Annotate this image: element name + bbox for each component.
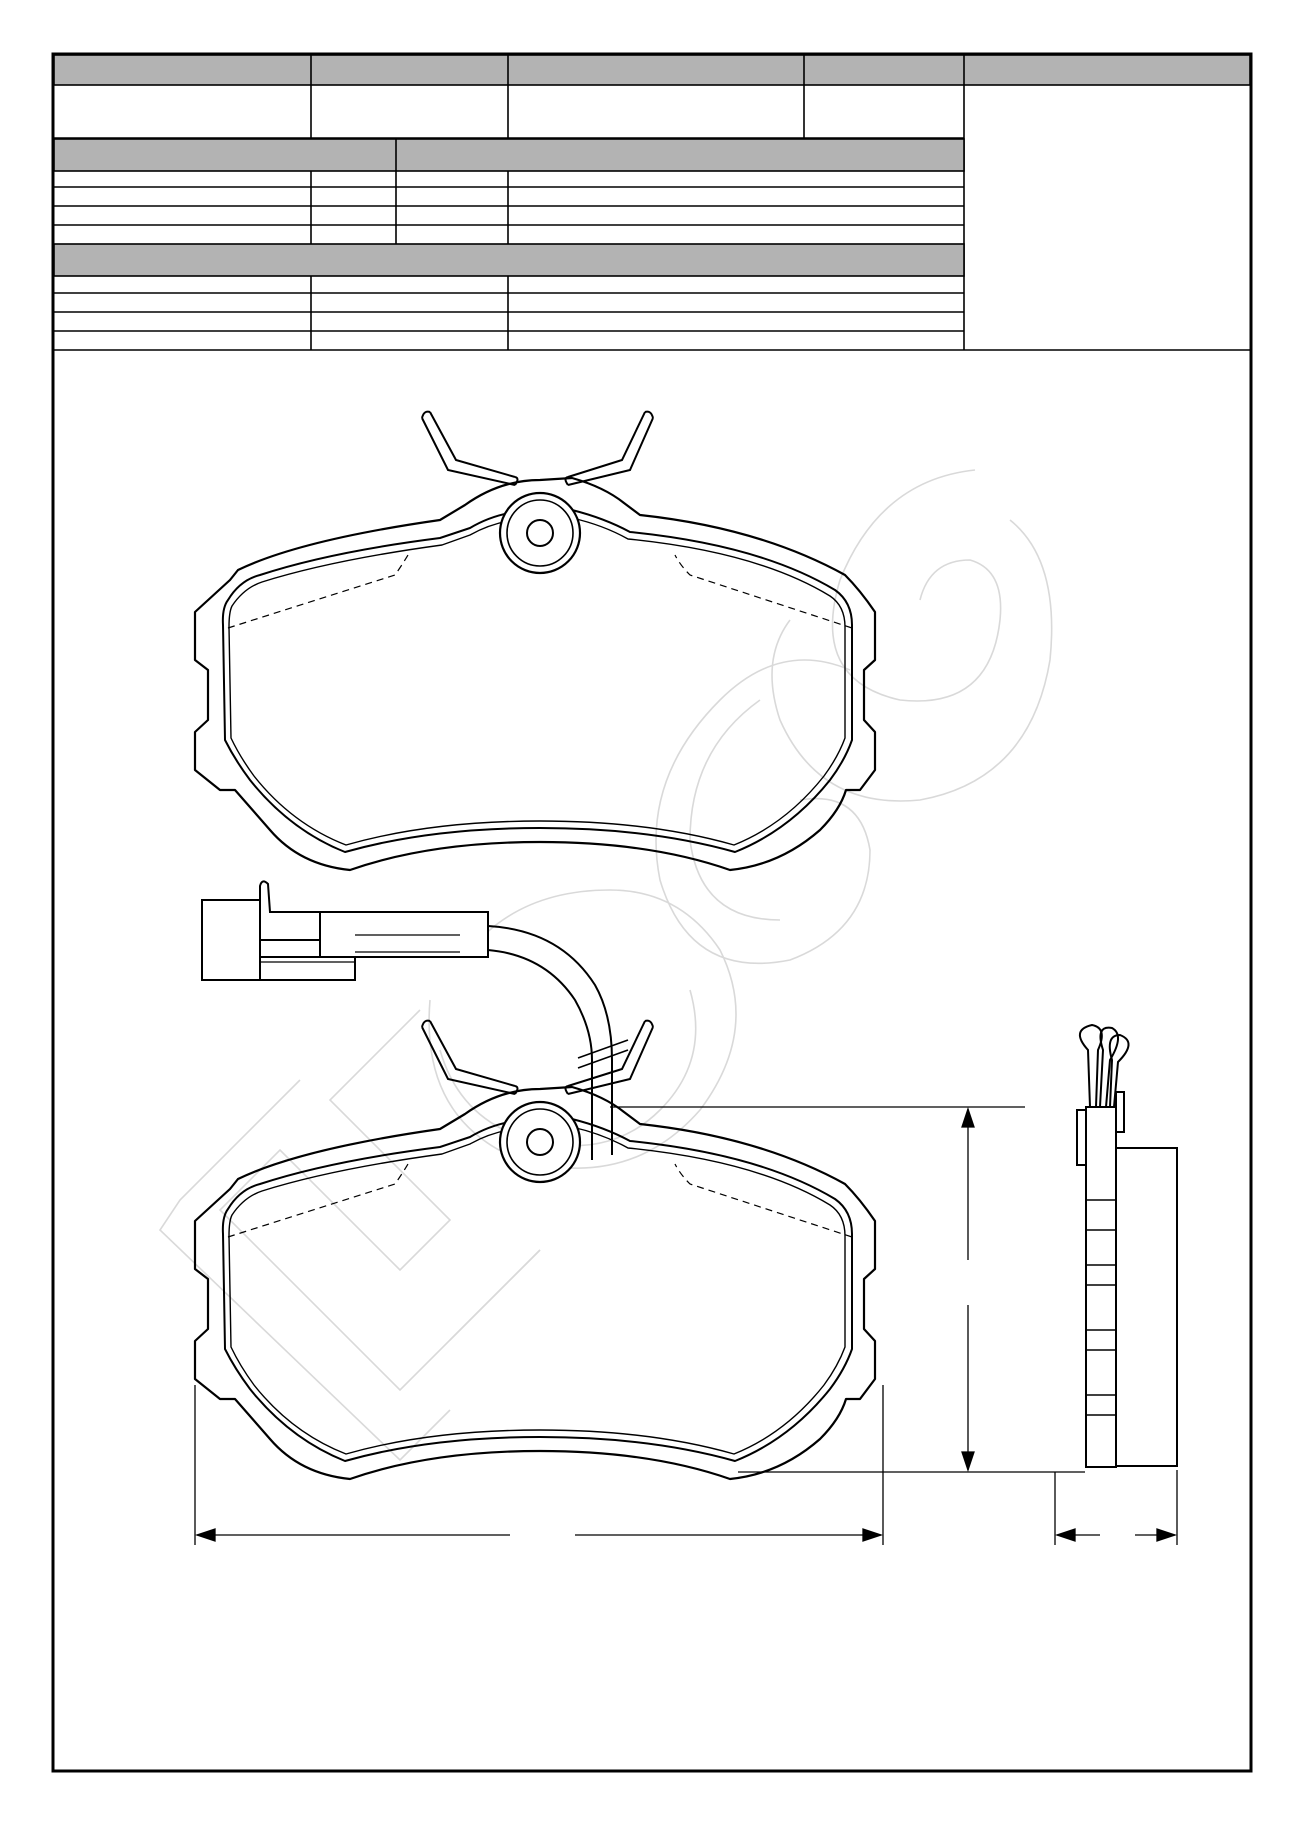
sheet-border — [51, 52, 1253, 1773]
front-view-brake-pad — [193, 1019, 877, 1481]
dimension-lines — [194, 1106, 1178, 1545]
section-a-header — [53, 138, 965, 172]
section-b-header — [53, 243, 965, 277]
table-header-row — [53, 54, 1251, 86]
watermark-logo — [158, 469, 1053, 1462]
wear-sensor-connector — [201, 880, 629, 1160]
top-view-brake-pad — [193, 410, 877, 872]
title-block-table — [53, 54, 1251, 351]
side-view-brake-pad — [1076, 1023, 1178, 1468]
